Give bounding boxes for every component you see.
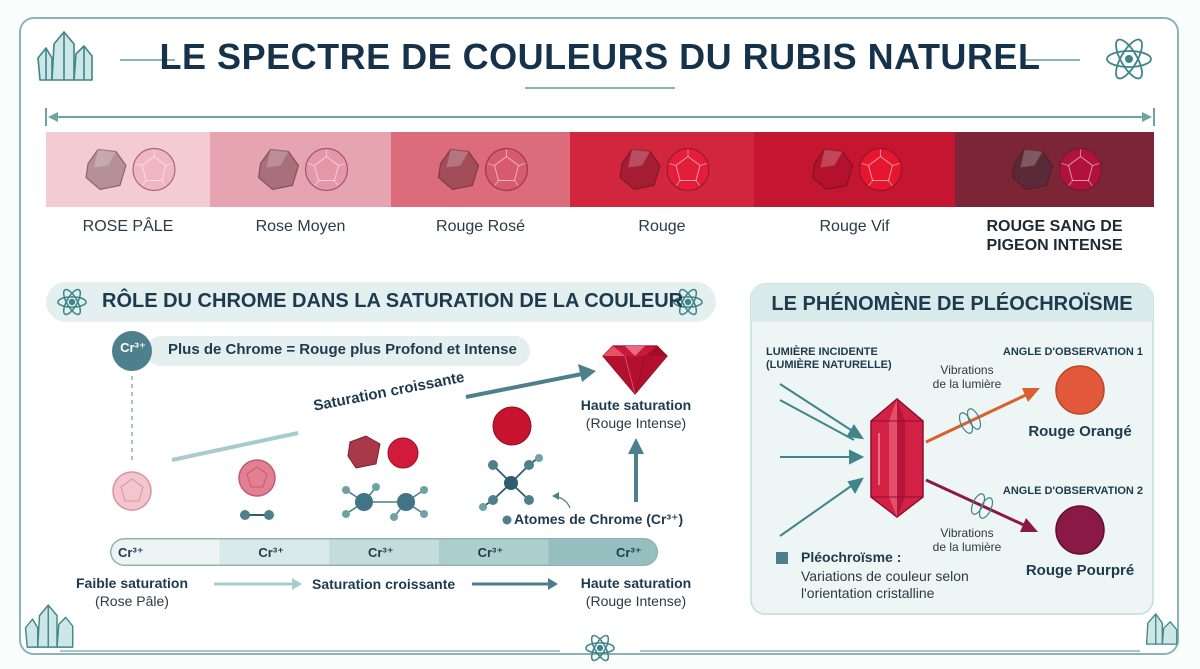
atom-icon	[1106, 38, 1152, 80]
chromium-gradient-bar	[110, 538, 658, 566]
pleochroism-legend-line1: Variations de couleur selon	[801, 568, 969, 584]
high-saturation-title-bottom: Haute saturation	[580, 575, 692, 591]
spectrum-band-label: ROUGE SANG DE PIGEON INTENSE	[986, 218, 1123, 254]
incident-light-label: LUMIÈRE INCIDENTE	[766, 346, 878, 358]
vibrations-label-1: Vibrations	[940, 363, 994, 377]
low-saturation-title: Faible saturation	[75, 575, 189, 591]
pleochroism-legend-title: Pléochroïsme :	[801, 549, 902, 565]
spectrum-band	[210, 132, 391, 207]
atom-icon	[673, 288, 703, 316]
spectrum-band-label: Rouge	[638, 218, 686, 235]
vibrations-label-2b: de la lumière	[932, 540, 1002, 554]
spectrum-band	[570, 132, 754, 207]
spectrum-band	[955, 132, 1154, 207]
high-saturation-sub: (Rouge Intense)	[585, 415, 687, 431]
pleochroism-panel	[750, 283, 1154, 615]
spectrum-band-label: Rouge Rosé	[436, 218, 525, 235]
spectrum-band-label: Rose Moyen	[255, 218, 346, 235]
chromium-badge: Cr³⁺	[120, 340, 146, 355]
rough-stone-icon	[1011, 148, 1054, 191]
pleochroism-diagram	[776, 365, 1105, 564]
color-spectrum-strip	[46, 132, 1154, 207]
bottom-arrows	[214, 578, 558, 590]
chrome-panel-title: RÔLE DU CHROME DANS LA SATURATION DE LA …	[102, 290, 684, 312]
spectrum-band-label: ROSE PÂLE	[82, 218, 174, 235]
crystal-cluster-icon	[1145, 613, 1178, 645]
rough-stone-icon	[257, 148, 300, 191]
faceted-gem-icon	[1058, 147, 1103, 192]
faceted-gem-icon	[858, 147, 903, 192]
crystal-cluster-icon	[24, 604, 74, 648]
chromium-bar-segment	[329, 538, 440, 566]
chromium-bar-segment	[219, 538, 331, 566]
pleochroism-title: LE PHÉNOMÈNE DE PLÉOCHROÏSME	[771, 293, 1133, 315]
crystal-cluster-icon	[37, 31, 93, 81]
faceted-gem-icon	[666, 147, 710, 192]
chrome-diagram	[112, 331, 668, 525]
chrome-panel-header	[46, 282, 716, 322]
spectrum-band	[754, 132, 955, 207]
spectrum-band	[46, 132, 210, 207]
chromium-bar-segment	[110, 538, 221, 566]
chromium-bar-label: Cr³⁺	[368, 545, 394, 560]
rough-stone-icon	[619, 148, 661, 191]
chrome-callout: Plus de Chrome = Rouge plus Profond et I…	[168, 341, 517, 358]
vibrations-label-1b: de la lumière	[932, 377, 1002, 391]
chromium-bar-label: Cr³⁺	[258, 545, 285, 560]
spectrum-band-label: Rouge Vif	[819, 218, 890, 235]
rough-stone-icon	[811, 148, 854, 191]
atom-icon	[57, 288, 87, 316]
chromium-bar-label: Cr³⁺	[118, 545, 144, 560]
faceted-gem-icon	[484, 147, 529, 192]
vibrations-label-2: Vibrations	[940, 526, 994, 540]
pleochroism-legend-line2: l'orientation cristalline	[801, 585, 935, 601]
low-saturation-sub: (Rose Pâle)	[95, 593, 169, 609]
chromium-bar-segment	[548, 538, 658, 566]
purple-red-label: Rouge Pourpré	[1025, 562, 1135, 579]
faceted-gem-icon	[132, 147, 176, 192]
high-saturation-title: Haute saturation	[580, 397, 692, 413]
atom-icon	[585, 634, 615, 662]
rough-stone-icon	[437, 148, 480, 191]
chromium-atoms-label: Atomes de Chrome (Cr³⁺)	[514, 511, 684, 527]
chromium-bar-label: Cr³⁺	[616, 545, 642, 560]
high-saturation-sub-bottom: (Rouge Intense)	[585, 593, 687, 609]
incident-light-sub: (LUMIÈRE NATURELLE)	[766, 359, 892, 371]
rough-stone-icon	[85, 148, 127, 191]
observation-angle-1: ANGLE D'OBSERVATION 1	[1002, 346, 1144, 358]
chromium-bar-segment	[438, 538, 550, 566]
spectrum-band	[391, 132, 570, 207]
page-title: LE SPECTRE DE COULEURS DU RUBIS NATUREL	[159, 36, 1041, 77]
orange-red-label: Rouge Orangé	[1028, 423, 1132, 440]
observation-angle-2: ANGLE D'OBSERVATION 2	[1002, 485, 1144, 497]
faceted-gem-icon	[304, 147, 349, 192]
chromium-bar-label: Cr³⁺	[477, 545, 504, 560]
increasing-saturation-label: Saturation croissante	[312, 576, 456, 592]
